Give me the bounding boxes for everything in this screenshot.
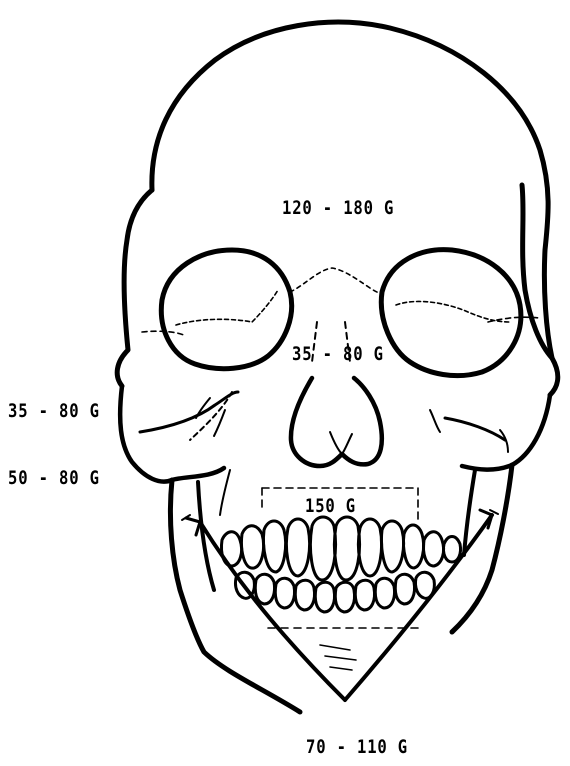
cranium-outline xyxy=(152,22,552,358)
left-lower-cheek xyxy=(220,470,230,515)
temporal-marks-right xyxy=(430,410,508,452)
mandible-ramus-left xyxy=(198,482,214,590)
arrow-left xyxy=(186,518,200,535)
right-temple-outline xyxy=(522,185,558,395)
nasal-cavity xyxy=(291,378,382,466)
maxilla-force-label: 150 G xyxy=(305,495,356,517)
nasal-septum xyxy=(330,432,352,454)
chin-marks xyxy=(320,645,356,670)
zygomatic-arch-force-label: 50 - 80 G xyxy=(8,467,100,489)
nasion-suture xyxy=(290,268,382,293)
force-line-right xyxy=(345,515,492,700)
cranium-force-label: 120 - 180 G xyxy=(282,197,394,219)
zygoma-force-label: 35 - 80 G xyxy=(8,400,100,422)
right-orbit xyxy=(381,250,521,376)
left-orbit-inner xyxy=(176,290,278,325)
right-zygoma-outline xyxy=(462,395,550,470)
lower-teeth xyxy=(235,572,434,612)
left-temple-outline xyxy=(117,190,152,386)
right-orbit-inner xyxy=(396,301,510,322)
left-orbit xyxy=(161,250,291,369)
nasal-force-label: 35 - 80 G xyxy=(292,343,384,365)
upper-teeth xyxy=(221,517,460,580)
mandible-force-label: 70 - 110 G xyxy=(306,736,408,758)
right-zygomatic-arch xyxy=(445,418,505,440)
